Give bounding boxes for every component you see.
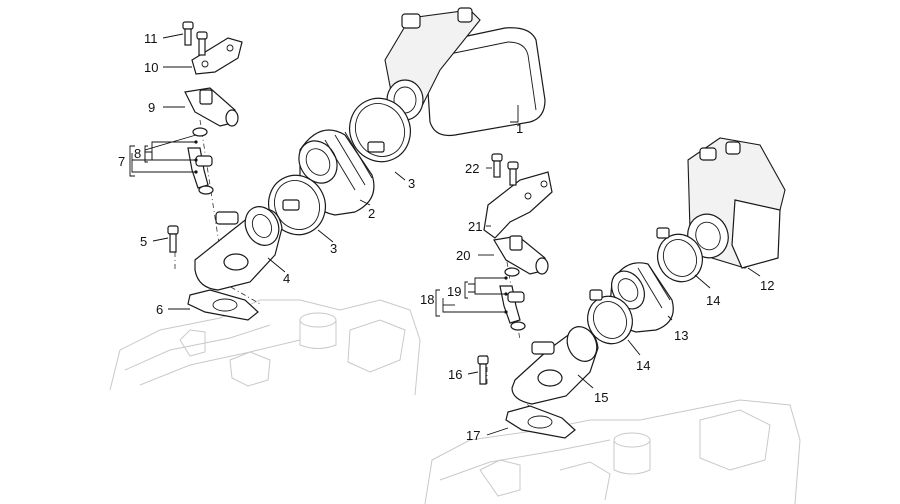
left-assembly (131, 7, 546, 321)
callout-4: 4 (283, 271, 290, 286)
engine-outline-left (109, 299, 421, 396)
bracket-part-21 (483, 171, 553, 239)
callout-20: 20 (456, 248, 470, 263)
fuel-rail-part-9 (184, 87, 239, 127)
throttle-body-part-1 (384, 7, 546, 137)
callout-2: 2 (368, 206, 375, 221)
engine-outline-right (424, 399, 801, 504)
callout-21: 21 (468, 219, 482, 234)
callout-13: 13 (674, 328, 688, 343)
callout-22: 22 (465, 161, 479, 176)
fuel-rail-part-20 (493, 235, 549, 275)
injector-part-18 (499, 267, 526, 331)
hose-clamp-part-14-lower (587, 289, 633, 345)
callout-17: 17 (466, 428, 480, 443)
callout-14-upper: 14 (706, 293, 720, 308)
callout-14-lower: 14 (636, 358, 650, 373)
injector-part-7 (187, 127, 214, 195)
callout-12: 12 (760, 278, 774, 293)
callout-7: 7 (118, 154, 125, 169)
intake-manifold-part-15 (511, 326, 599, 405)
callout-6: 6 (156, 302, 163, 317)
callout-9: 9 (148, 100, 155, 115)
callout-16: 16 (448, 367, 462, 382)
callout-5: 5 (140, 234, 147, 249)
bolts-part-22 (491, 153, 519, 186)
hose-clamp-part-3-upper (349, 97, 411, 163)
bolts-part-11 (182, 21, 208, 56)
callout-3-lower: 3 (330, 241, 337, 256)
intake-manifold-part-4 (194, 206, 283, 291)
bolt-part-5 (167, 225, 179, 253)
bracket-part-10 (191, 37, 243, 75)
hose-clamp-part-14-upper (656, 227, 703, 283)
callout-1: 1 (516, 121, 523, 136)
gasket-part-6 (187, 289, 259, 321)
callout-19: 19 (447, 284, 461, 299)
callout-11: 11 (144, 31, 158, 46)
callout-3-upper: 3 (408, 176, 415, 191)
callout-10: 10 (144, 60, 158, 75)
callout-8: 8 (134, 146, 141, 161)
callout-15: 15 (594, 390, 608, 405)
gasket-part-17 (505, 405, 576, 439)
right-assembly (442, 137, 786, 439)
bolt-part-16 (477, 355, 489, 385)
callout-labels: 1 2 3 3 4 5 6 7 8 9 10 11 12 13 14 14 15… (118, 31, 774, 443)
callout-18: 18 (420, 292, 434, 307)
group-brackets (129, 145, 468, 317)
